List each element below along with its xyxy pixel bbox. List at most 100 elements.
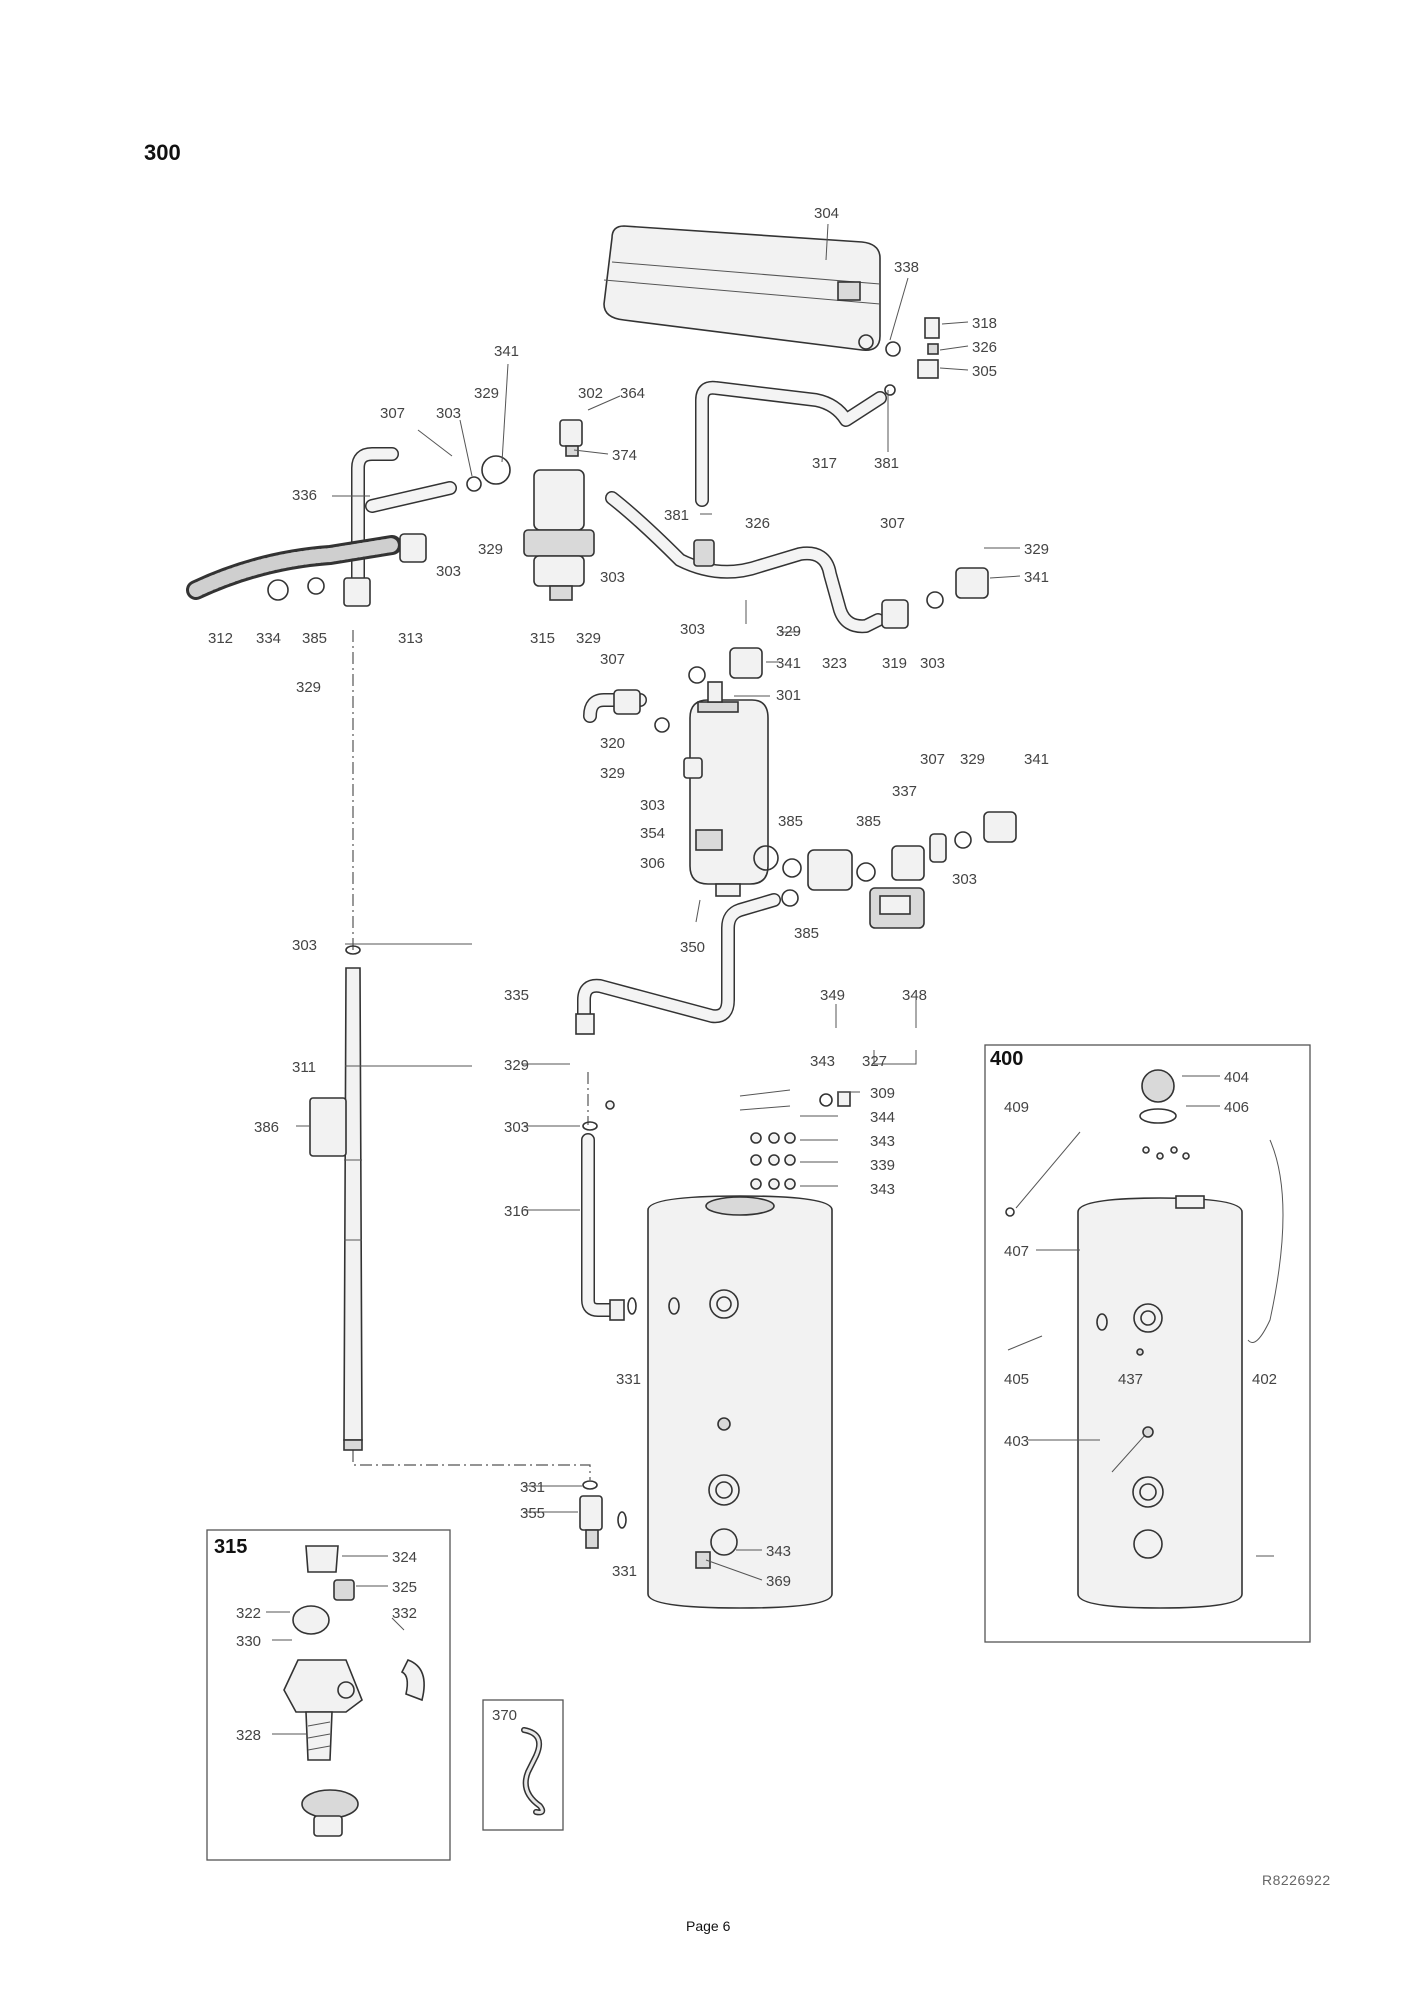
part-label-329: 329: [960, 751, 985, 768]
right-joints: [781, 811, 1017, 929]
part-label-329: 329: [776, 623, 801, 640]
part-label-409: 409: [1004, 1099, 1029, 1116]
part-label-344: 344: [870, 1109, 895, 1126]
part-label-343: 343: [870, 1133, 895, 1150]
part-label-307: 307: [600, 651, 625, 668]
part-label-385: 385: [302, 630, 327, 647]
part-label-303: 303: [680, 621, 705, 638]
part-label-302: 302: [578, 385, 603, 402]
part-label-349: 349: [820, 987, 845, 1004]
part-label-327: 327: [862, 1053, 887, 1070]
part-label-328: 328: [236, 1727, 261, 1744]
part-label-301: 301: [776, 687, 801, 704]
part-label-339: 339: [870, 1157, 895, 1174]
part-label-381: 381: [664, 507, 689, 524]
part-label-329: 329: [504, 1057, 529, 1074]
part-label-329: 329: [1024, 541, 1049, 558]
part-label-341: 341: [776, 655, 801, 672]
part-label-404: 404: [1224, 1069, 1249, 1086]
part-label-307: 307: [880, 515, 905, 532]
part-label-355: 355: [520, 1505, 545, 1522]
part-label-329: 329: [474, 385, 499, 402]
part-label-316: 316: [504, 1203, 529, 1220]
part-label-326: 326: [745, 515, 770, 532]
inset-315-title: 315: [214, 1536, 248, 1558]
part-label-331: 331: [612, 1563, 637, 1580]
part-label-331: 331: [520, 1479, 545, 1496]
part-label-307: 307: [380, 405, 405, 422]
part-label-343: 343: [810, 1053, 835, 1070]
part-label-334: 334: [256, 630, 281, 647]
part-label-311: 311: [292, 1059, 316, 1076]
part-label-354: 354: [640, 825, 665, 842]
part-label-337: 337: [892, 783, 917, 800]
part-label-437: 437: [1118, 1371, 1143, 1388]
part-label-303: 303: [920, 655, 945, 672]
part-label-303: 303: [640, 797, 665, 814]
part-label-335: 335: [504, 987, 529, 1004]
part-label-303: 303: [952, 871, 977, 888]
part-label-313: 313: [398, 630, 423, 647]
part-label-312: 312: [208, 630, 233, 647]
part-label-303: 303: [436, 405, 461, 422]
part-label-303: 303: [504, 1119, 529, 1136]
part-label-385: 385: [794, 925, 819, 942]
part-label-319: 319: [882, 655, 907, 672]
part-label-332: 332: [392, 1605, 417, 1622]
part-label-374: 374: [612, 447, 637, 464]
drawing-reference-code: R8226922: [1262, 1872, 1331, 1888]
part-label-324: 324: [392, 1549, 417, 1566]
part-label-317: 317: [812, 455, 837, 472]
part-label-343: 343: [870, 1181, 895, 1198]
part-label-303: 303: [292, 937, 317, 954]
pump-assembly: [466, 419, 595, 601]
part-label-385: 385: [856, 813, 881, 830]
part-label-406: 406: [1224, 1099, 1249, 1116]
part-label-326: 326: [972, 339, 997, 356]
part-label-350: 350: [680, 939, 705, 956]
part-label-364: 364: [620, 385, 645, 402]
part-label-341: 341: [1024, 751, 1049, 768]
part-label-307: 307: [920, 751, 945, 768]
part-label-329: 329: [600, 765, 625, 782]
part-label-306: 306: [640, 855, 665, 872]
part-label-329: 329: [296, 679, 321, 696]
part-label-386: 386: [254, 1119, 279, 1136]
part-label-305: 305: [972, 363, 997, 380]
part-label-341: 341: [1024, 569, 1049, 586]
pipe-316: [579, 1121, 637, 1549]
part-label-331: 331: [616, 1371, 641, 1388]
part-label-303: 303: [600, 569, 625, 586]
part-label-323: 323: [822, 655, 847, 672]
part-label-348: 348: [902, 987, 927, 1004]
part-label-329: 329: [478, 541, 503, 558]
part-label-336: 336: [292, 487, 317, 504]
part-label-369: 369: [766, 1573, 791, 1590]
pipe-323: [605, 491, 989, 634]
part-label-309: 309: [870, 1085, 895, 1102]
part-label-385: 385: [778, 813, 803, 830]
cylinder-tank-main: [605, 1089, 851, 1609]
part-label-338: 338: [894, 259, 919, 276]
expansion-vessel: [603, 225, 940, 379]
inset-370-drawing: [482, 1699, 564, 1831]
part-label-343: 343: [766, 1543, 791, 1560]
part-label-303: 303: [436, 563, 461, 580]
part-label-341: 341: [494, 343, 519, 360]
hydraulic-block: [683, 681, 779, 897]
part-label-329: 329: [576, 630, 601, 647]
dash-lead-2: [352, 1450, 591, 1480]
part-label-402: 402: [1252, 1371, 1277, 1388]
part-labels: 304 338 318 326 305 341 329 302 364 307 …: [208, 205, 1277, 1744]
pipe-335: [575, 893, 781, 1035]
part-label-405: 405: [1004, 1371, 1029, 1388]
main-section-title: 300: [144, 140, 181, 165]
page-number: Page 6: [686, 1918, 731, 1934]
part-label-304: 304: [814, 205, 839, 222]
pipe-317: [695, 380, 896, 507]
part-label-325: 325: [392, 1579, 417, 1596]
part-label-381: 381: [874, 455, 899, 472]
part-label-315: 315: [530, 630, 555, 647]
part-label-403: 403: [1004, 1433, 1029, 1450]
